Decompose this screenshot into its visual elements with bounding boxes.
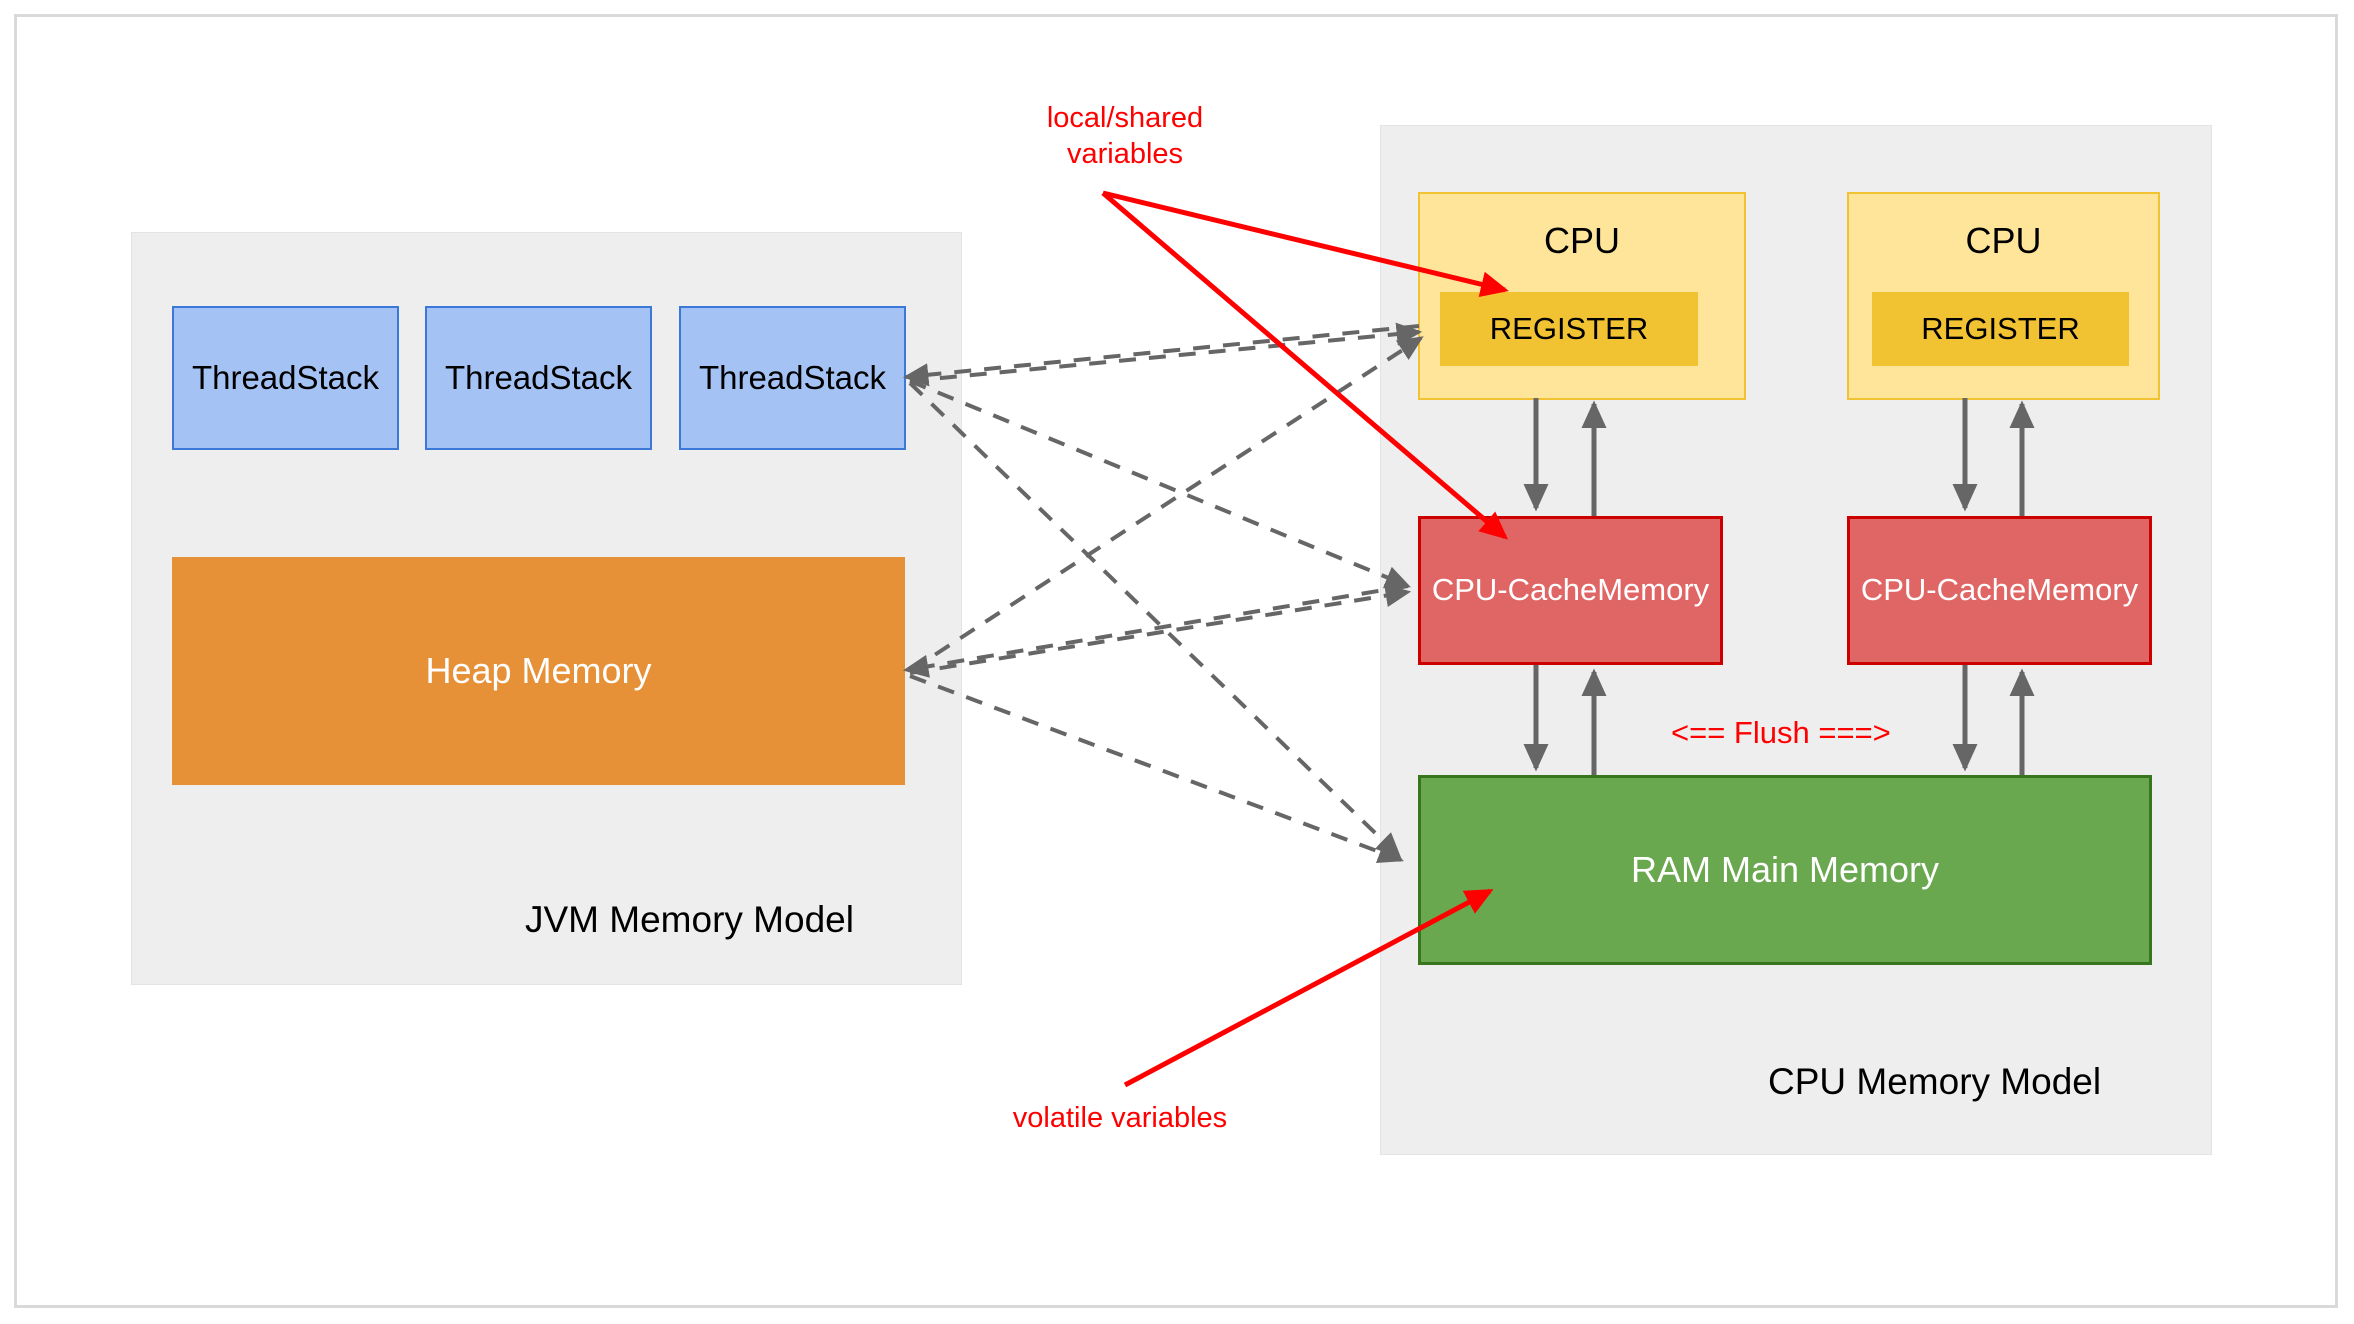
heap-memory-box[interactable]: Heap Memory	[172, 557, 905, 785]
register-box-2[interactable]: REGISTER	[1872, 292, 2129, 366]
flush-label: <== Flush ===>	[1671, 715, 1891, 750]
volatile-variables-annotation: volatile variables	[1012, 1102, 1228, 1134]
ram-main-memory-box[interactable]: RAM Main Memory	[1418, 775, 2152, 965]
jvm-memory-model-label: JVM Memory Model	[525, 899, 854, 940]
register-box-1[interactable]: REGISTER	[1440, 292, 1698, 366]
cpu-memory-model-label: CPU Memory Model	[1768, 1061, 2102, 1102]
